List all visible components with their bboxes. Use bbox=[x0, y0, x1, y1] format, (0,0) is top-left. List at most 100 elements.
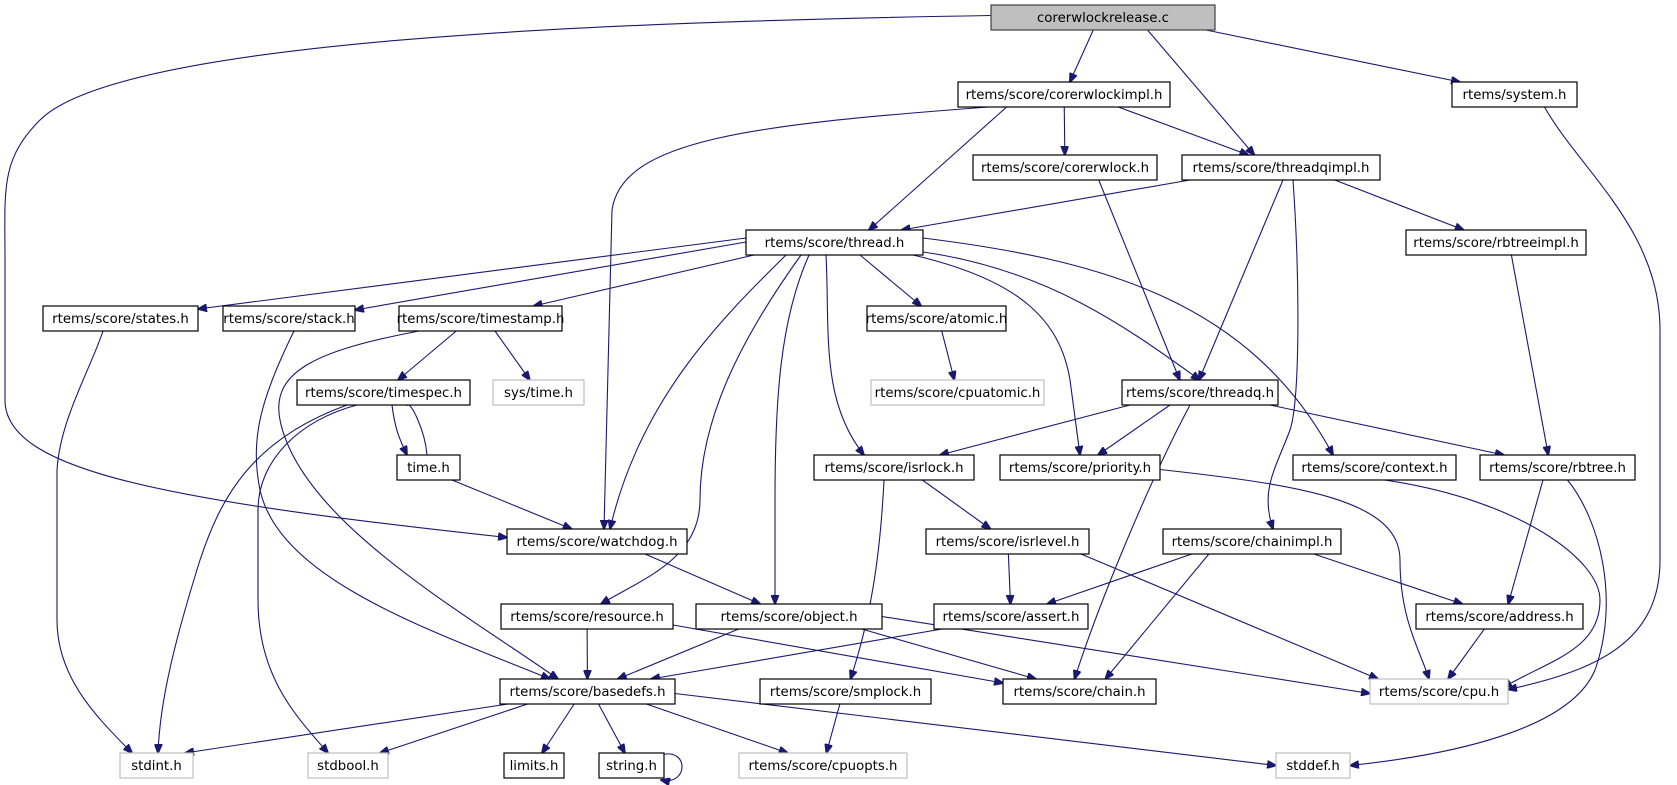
node-rbtree[interactable]: rtems/score/rbtree.h bbox=[1479, 454, 1636, 481]
node-address[interactable]: rtems/score/address.h bbox=[1415, 603, 1584, 630]
node-basedefs[interactable]: rtems/score/basedefs.h bbox=[499, 678, 676, 705]
edge-watchdog-to-object bbox=[644, 553, 760, 604]
node-resource[interactable]: rtems/score/resource.h bbox=[500, 603, 674, 630]
node-limits[interactable]: limits.h bbox=[503, 752, 565, 779]
node-smplock[interactable]: rtems/score/smplock.h bbox=[759, 678, 932, 705]
edge-context-to-cpu bbox=[1384, 479, 1601, 688]
node-corerwlock[interactable]: rtems/score/corerwlock.h bbox=[972, 154, 1158, 181]
node-box bbox=[598, 752, 665, 779]
edge-threadqimpl-to-rbtreeimpl bbox=[1334, 179, 1464, 230]
node-cpu: rtems/score/cpu.h bbox=[1369, 678, 1509, 705]
edge-threadq-to-priority bbox=[1098, 404, 1171, 455]
edge-threadq-to-isrlock bbox=[940, 404, 1131, 455]
edge-stack-to-basedefs bbox=[255, 330, 550, 679]
node-isrlevel[interactable]: rtems/score/isrlevel.h bbox=[925, 528, 1090, 555]
node-context[interactable]: rtems/score/context.h bbox=[1292, 454, 1457, 481]
node-label: string.h bbox=[606, 759, 657, 774]
edge-chainimpl-to-address bbox=[1313, 553, 1463, 604]
edge-threadqimpl-to-chainimpl bbox=[1268, 179, 1299, 529]
node-states[interactable]: rtems/score/states.h bbox=[42, 305, 199, 332]
node-label: rtems/score/smplock.h bbox=[770, 685, 921, 700]
edge-chainimpl-to-chain bbox=[1105, 553, 1210, 679]
node-label: sys/time.h bbox=[504, 386, 573, 401]
edge-corerwlock-to-threadq bbox=[1098, 179, 1180, 380]
node-label: rtems/score/priority.h bbox=[1009, 461, 1151, 476]
node-label: rtems/score/timestamp.h bbox=[397, 312, 565, 327]
node-box bbox=[1002, 678, 1157, 705]
node-box bbox=[396, 454, 461, 481]
node-label: rtems/score/watchdog.h bbox=[516, 535, 677, 550]
node-box bbox=[957, 81, 1171, 108]
edge-priority-to-cpu bbox=[1159, 468, 1429, 680]
node-corerwlockimpl[interactable]: rtems/score/corerwlockimpl.h bbox=[957, 81, 1171, 108]
node-box bbox=[925, 528, 1090, 555]
edge-timeh-to-watchdog bbox=[451, 479, 572, 529]
edge-assert-to-basedefs bbox=[651, 628, 943, 679]
node-box bbox=[119, 752, 194, 779]
node-chainimpl[interactable]: rtems/score/chainimpl.h bbox=[1162, 528, 1342, 555]
edge-threadqimpl-to-threadq bbox=[1199, 179, 1284, 380]
node-rbtreeimpl[interactable]: rtems/score/rbtreeimpl.h bbox=[1405, 229, 1587, 256]
node-box bbox=[222, 305, 356, 332]
edge-thread-to-object bbox=[775, 254, 810, 604]
node-threadq[interactable]: rtems/score/threadq.h bbox=[1121, 379, 1279, 406]
edge-thread-to-priority bbox=[912, 254, 1080, 455]
node-timestamp[interactable]: rtems/score/timestamp.h bbox=[397, 305, 565, 332]
node-stddef: stddef.h bbox=[1275, 752, 1351, 779]
node-stack[interactable]: rtems/score/stack.h bbox=[222, 305, 356, 332]
node-label: rtems/score/isrlock.h bbox=[824, 461, 963, 476]
node-watchdog[interactable]: rtems/score/watchdog.h bbox=[506, 528, 688, 555]
edge-resource-to-chain bbox=[672, 624, 1003, 683]
node-threadqimpl[interactable]: rtems/score/threadqimpl.h bbox=[1181, 154, 1381, 181]
node-label: rtems/score/corerwlock.h bbox=[981, 161, 1149, 176]
edge-smplock-to-cpuopts bbox=[826, 703, 841, 753]
node-string[interactable]: string.h bbox=[598, 752, 665, 779]
edge-rbtree-to-stddef bbox=[1350, 479, 1607, 766]
edge-corerwlockimpl-to-watchdog bbox=[604, 106, 989, 529]
edge-thread-to-watchdog bbox=[610, 254, 787, 529]
edge-basedefs-to-stdint bbox=[185, 703, 509, 753]
edge-thread-to-isrlock bbox=[825, 254, 864, 455]
node-chain[interactable]: rtems/score/chain.h bbox=[1002, 678, 1157, 705]
node-box bbox=[759, 678, 932, 705]
node-root[interactable]: corerwlockrelease.c bbox=[990, 4, 1216, 31]
node-box bbox=[972, 154, 1158, 181]
node-timeh[interactable]: time.h bbox=[396, 454, 461, 481]
node-box bbox=[1451, 81, 1578, 108]
node-box bbox=[1369, 678, 1509, 705]
edge-threadqimpl-to-thread bbox=[901, 179, 1191, 230]
node-label: rtems/score/chain.h bbox=[1013, 685, 1145, 700]
node-timespec[interactable]: rtems/score/timespec.h bbox=[296, 379, 471, 406]
node-atomic[interactable]: rtems/score/atomic.h bbox=[866, 305, 1008, 332]
edge-timestamp-to-basedefs bbox=[278, 330, 558, 679]
node-label: rtems/score/states.h bbox=[52, 312, 189, 327]
edges-layer bbox=[4, 14, 1661, 781]
edge-timespec-to-stdbool bbox=[257, 404, 358, 753]
node-isrlock[interactable]: rtems/score/isrlock.h bbox=[813, 454, 975, 481]
node-label: rtems/score/object.h bbox=[720, 610, 857, 625]
node-label: rtems/score/isrlevel.h bbox=[936, 535, 1080, 550]
node-box bbox=[1275, 752, 1351, 779]
edge-thread-to-stack bbox=[355, 241, 747, 310]
node-label: rtems/system.h bbox=[1463, 88, 1567, 103]
node-object[interactable]: rtems/score/object.h bbox=[695, 603, 883, 630]
node-label: rtems/score/basedefs.h bbox=[509, 685, 665, 700]
edge-isrlock-to-isrlevel bbox=[922, 479, 990, 529]
node-priority[interactable]: rtems/score/priority.h bbox=[999, 454, 1161, 481]
node-system[interactable]: rtems/system.h bbox=[1451, 81, 1578, 108]
node-box bbox=[738, 752, 908, 779]
node-label: rtems/score/cpuopts.h bbox=[749, 759, 898, 774]
node-box bbox=[500, 603, 674, 630]
edge-thread-to-atomic bbox=[859, 254, 921, 306]
node-thread[interactable]: rtems/score/thread.h bbox=[745, 229, 924, 256]
node-box bbox=[866, 305, 1007, 332]
node-assert[interactable]: rtems/score/assert.h bbox=[933, 603, 1089, 630]
edge-timestamp-to-timespec bbox=[398, 330, 457, 380]
edge-basedefs-to-cpuopts bbox=[646, 703, 787, 753]
node-label: corerwlockrelease.c bbox=[1037, 11, 1169, 26]
node-label: stdint.h bbox=[131, 759, 182, 774]
edge-atomic-to-cpuatomic bbox=[941, 330, 955, 380]
edge-thread-to-timestamp bbox=[534, 254, 755, 306]
node-cpuatomic: rtems/score/cpuatomic.h bbox=[870, 379, 1045, 406]
